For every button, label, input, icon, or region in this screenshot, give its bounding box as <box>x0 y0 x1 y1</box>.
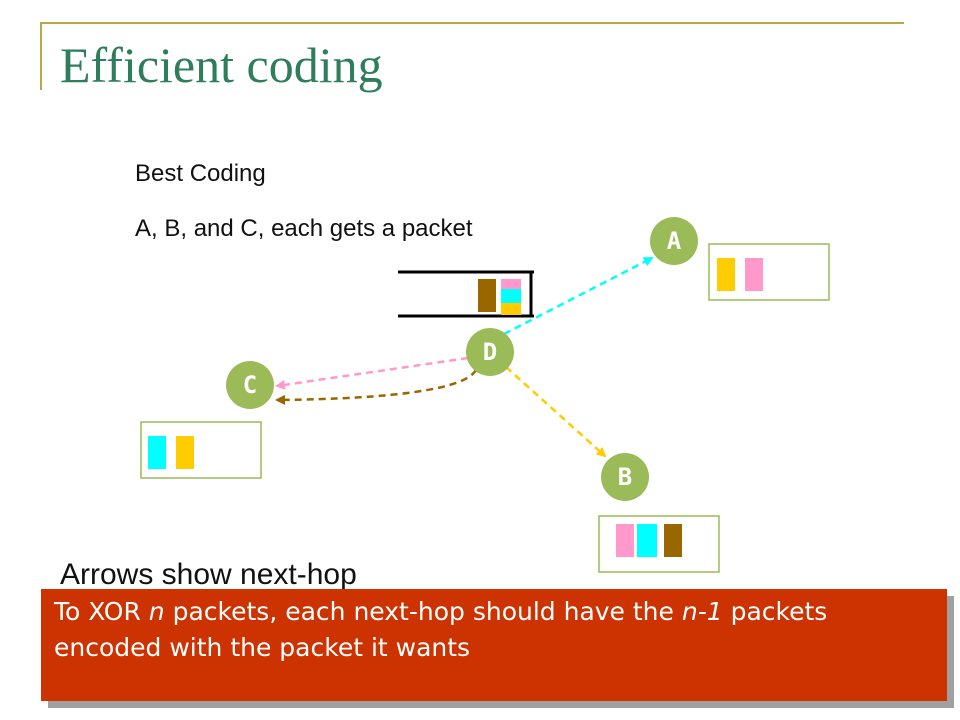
node-d-label: D <box>483 338 497 366</box>
callout-n-minus-1: n-1 <box>681 597 723 626</box>
queue-packet-yellow <box>501 303 521 315</box>
slide-title: Efficient coding <box>60 37 383 93</box>
callout-part3: packets encoded with the packet it wants <box>54 597 828 662</box>
buffer-b-packet-brown <box>664 524 682 557</box>
node-b-label: B <box>618 463 632 491</box>
queue-d <box>398 270 534 318</box>
callout-text: To XOR n packets, each next-hop should h… <box>54 594 934 666</box>
arrow-d-to-a <box>503 256 654 336</box>
queue-packet-brown <box>478 279 496 312</box>
buffer-b <box>598 515 720 573</box>
arrow-d-to-b <box>505 366 607 458</box>
node-a-label: A <box>667 227 682 255</box>
buffer-a-packet-yellow <box>717 258 735 291</box>
node-c: C <box>226 361 274 409</box>
buffer-c <box>140 421 262 479</box>
callout-box <box>41 589 947 701</box>
buffer-b-packet-cyan <box>637 524 657 557</box>
each-gets-packet-label: A, B, and C, each gets a packet <box>135 215 473 242</box>
best-coding-label: Best Coding <box>135 160 266 187</box>
buffer-a-packet-pink <box>745 258 763 291</box>
arrow-d-to-c-brown <box>275 369 478 405</box>
buffer-a <box>708 243 830 301</box>
node-b: B <box>601 453 649 501</box>
callout-part2: packets, each next-hop should have the <box>164 597 682 626</box>
arrows-note: Arrows show next-hop <box>60 558 357 591</box>
title-frame-left <box>40 22 42 90</box>
node-d: D <box>466 328 514 376</box>
arrow-d-to-c-pink <box>275 356 469 390</box>
queue-packet-cyan <box>501 289 521 303</box>
queue-packet-pink <box>501 279 521 289</box>
callout-n: n <box>148 597 165 626</box>
buffer-c-packet-yellow <box>176 436 194 469</box>
callout-part1: To XOR <box>54 597 149 626</box>
node-a: A <box>650 217 698 265</box>
title-frame-top <box>40 22 904 24</box>
buffer-b-packet-pink <box>616 524 634 557</box>
buffer-c-packet-cyan <box>148 436 166 469</box>
node-c-label: C <box>243 371 257 399</box>
